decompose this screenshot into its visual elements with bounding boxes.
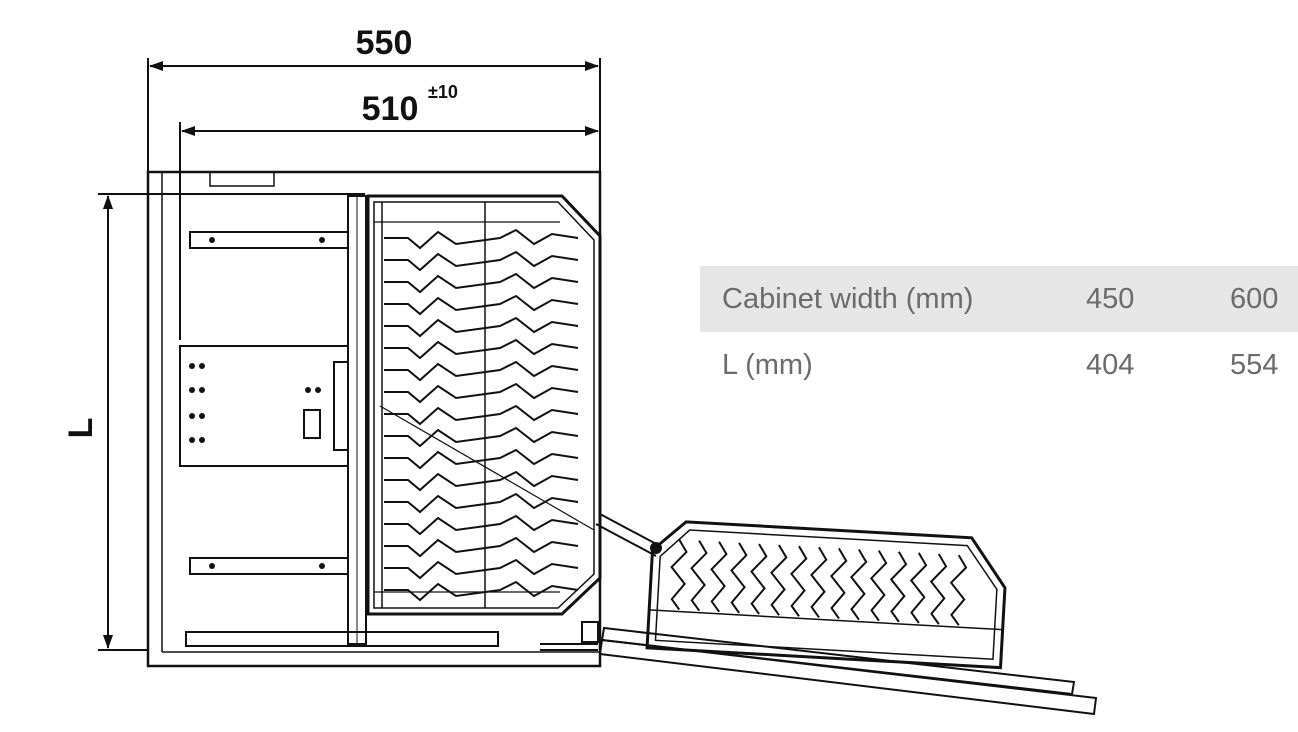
basket-wire (690, 540, 708, 612)
basket-wire (384, 426, 579, 448)
row-label: Cabinet width (mm) (700, 266, 1062, 332)
front-post (347, 195, 367, 645)
basket-wire (384, 536, 579, 558)
basket-wire (670, 538, 688, 611)
basket-wire (869, 550, 888, 622)
basket-wire (384, 470, 579, 492)
basket-wire (384, 294, 579, 316)
basket-wire (384, 228, 579, 250)
basket-wire (384, 558, 579, 580)
basket-wire (384, 250, 579, 272)
basket-wire (770, 544, 788, 616)
basket-wire (909, 552, 928, 624)
basket-wire (790, 545, 808, 617)
table-row: L (mm) 404 554 (700, 332, 1298, 398)
cabinet-dimensions-table: Cabinet width (mm) 450 600 L (mm) 404 55… (700, 266, 1298, 398)
dimension-inner-width (179, 122, 599, 340)
basket-wire (710, 541, 728, 613)
basket-wire (929, 553, 948, 625)
row-label: L (mm) (722, 348, 813, 381)
value-600: 600 (1206, 266, 1298, 332)
basket-wire (384, 272, 579, 294)
basket-wire (750, 543, 768, 615)
basket-wire (384, 514, 579, 536)
basket-wire (384, 338, 579, 360)
value-450: 450 (1062, 266, 1206, 332)
basket-wire (384, 492, 579, 514)
dish-basket-extended (645, 520, 1007, 670)
value-404: 404 (1086, 348, 1135, 381)
pullout-runner (540, 621, 1098, 716)
basket-wire (849, 549, 868, 621)
basket-wire-rows (384, 228, 579, 602)
basket-wire (384, 316, 579, 338)
value-554: 554 (1230, 348, 1279, 381)
basket-wire (384, 580, 579, 602)
bracket-plate (179, 345, 349, 467)
length-label: L (62, 418, 100, 439)
inner-width-tolerance: ±10 (428, 82, 458, 102)
bracket-holes (189, 363, 321, 443)
inner-width-label: 510 (362, 90, 419, 128)
basket-wire (949, 554, 968, 626)
basket-wire (810, 546, 828, 618)
basket-wire (830, 547, 848, 620)
basket-wire (384, 360, 579, 382)
basket-wire (384, 404, 579, 426)
rail-screws (209, 237, 325, 569)
outer-width-label: 550 (356, 24, 413, 62)
basket-wire (384, 448, 579, 470)
basket-wire (730, 542, 748, 614)
dish-basket-stowed (366, 194, 602, 616)
basket-wire (889, 551, 908, 623)
dimension-length (98, 193, 365, 651)
table-row: Cabinet width (mm) 450 600 (700, 266, 1298, 332)
basket-wire (384, 382, 579, 404)
